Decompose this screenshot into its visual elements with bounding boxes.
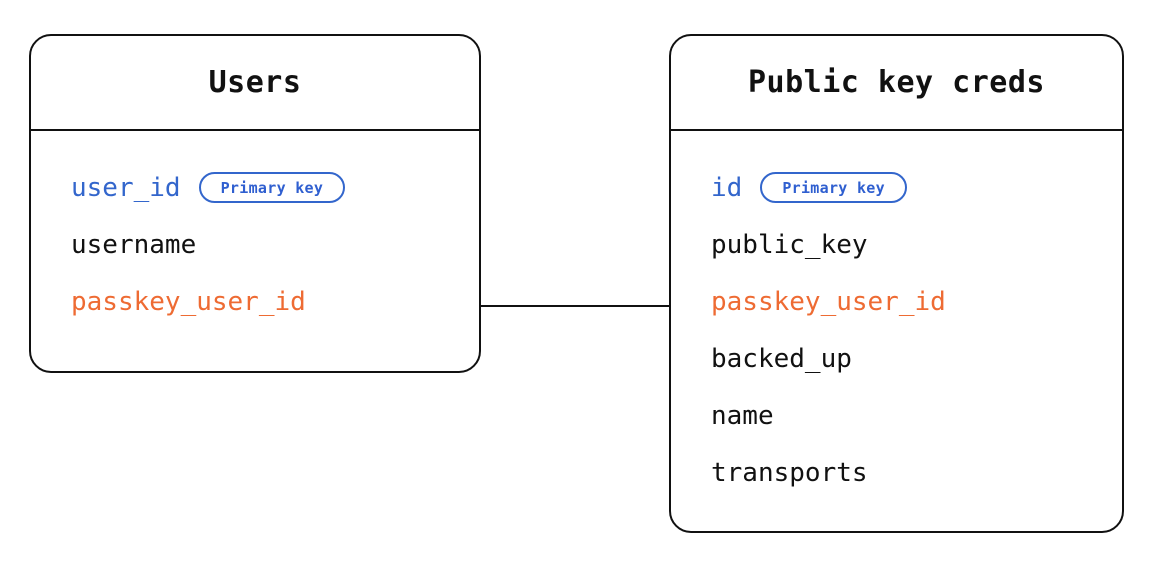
primary-key-badge: Primary key (760, 172, 907, 203)
field-name-passkey-user-id: passkey_user_id (711, 286, 946, 317)
field-name-user-id: user_id (71, 172, 181, 203)
relationship-connector-line (481, 305, 669, 307)
field-row[interactable]: id Primary key (711, 159, 1102, 216)
field-row[interactable]: transports (711, 444, 1102, 501)
field-row[interactable]: public_key (711, 216, 1102, 273)
field-name-public-key: public_key (711, 229, 868, 260)
field-list-public-key-creds: id Primary key public_key passkey_user_i… (671, 131, 1122, 501)
entity-title-public-key-creds: Public key creds (748, 65, 1045, 100)
entity-header-divider (31, 129, 479, 131)
field-name-username: username (71, 229, 197, 260)
field-row[interactable]: user_id Primary key (71, 159, 459, 216)
entity-header-divider (671, 129, 1122, 131)
primary-key-badge: Primary key (198, 172, 346, 203)
entity-card-public-key-creds[interactable]: Public key creds id Primary key public_k… (669, 34, 1124, 533)
field-row[interactable]: backed_up (711, 330, 1102, 387)
field-name-id: id (711, 172, 743, 203)
field-name-transports: transports (711, 457, 868, 488)
field-name-passkey-user-id: passkey_user_id (71, 286, 306, 317)
field-row[interactable]: username (71, 216, 459, 273)
field-row[interactable]: passkey_user_id (71, 273, 459, 330)
entity-card-users[interactable]: Users user_id Primary key username passk… (29, 34, 481, 373)
field-row[interactable]: passkey_user_id (711, 273, 1102, 330)
field-name-name: name (711, 400, 774, 431)
field-row[interactable]: name (711, 387, 1102, 444)
field-name-backed-up: backed_up (711, 343, 852, 374)
entity-title-users: Users (208, 65, 302, 100)
field-list-users: user_id Primary key username passkey_use… (31, 131, 479, 330)
